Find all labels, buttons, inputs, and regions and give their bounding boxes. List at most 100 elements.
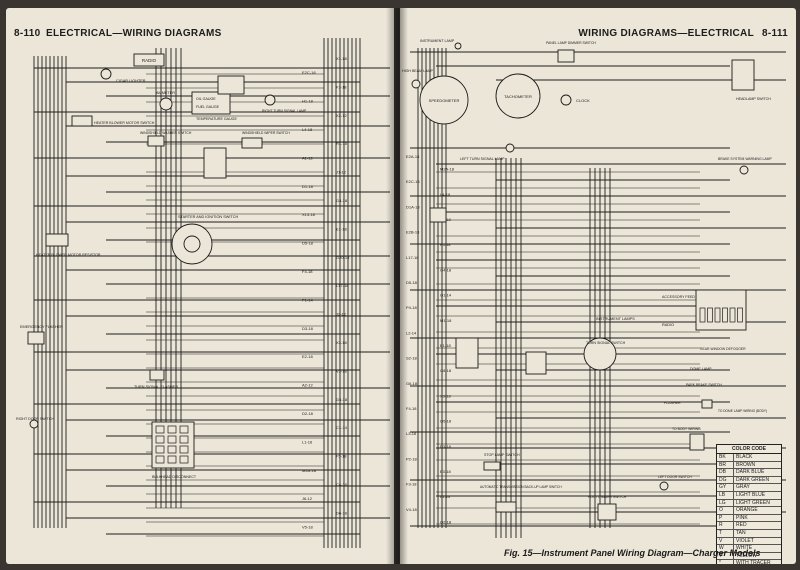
color-code-abbr: P — [717, 514, 734, 522]
speedometer-label: SPEEDOMETER — [429, 98, 460, 103]
connector-cavity — [179, 435, 189, 444]
right-turn-lamp-label: RIGHT TURN SIGNAL LAMP — [262, 109, 307, 113]
right-door-switch-label: RIGHT DOOR SWITCH — [16, 417, 54, 421]
wire-label: L3-16 — [406, 431, 417, 436]
left-door-switch-label: LEFT DOOR SWITCH — [658, 475, 692, 479]
backup-lamp-switch-label: AUTOMATIC TRANSMISSION BACK-UP LAMP SWIT… — [480, 485, 562, 489]
radio-label: RADIO — [662, 323, 674, 327]
to-dome-wiring-label: TO DOME LAMP WIRING (BODY) — [718, 409, 767, 413]
connector-block — [455, 337, 479, 369]
wire-label: F3-18 — [406, 482, 417, 487]
backup-lamp-switch-component — [495, 501, 517, 513]
wire-label: L4-18 — [440, 192, 451, 197]
wire-label: E2C-18 — [406, 179, 420, 184]
body-wiring-connector — [689, 433, 705, 451]
color-code-name: DARK BLUE — [736, 469, 765, 476]
turn-signal-switch-symbol — [583, 337, 617, 371]
dome-lamp-label: DOME LAMP — [690, 367, 712, 371]
connector-cavity — [167, 425, 177, 434]
instrument-lamp-symbol — [454, 42, 462, 50]
color-code-abbr: O — [717, 507, 734, 514]
fuse-cavity — [707, 307, 713, 323]
color-code-name: TAN — [736, 529, 746, 536]
left-turn-lamp-label: LEFT TURN SIGNAL LAMP — [460, 157, 505, 161]
color-code-name: BLACK — [736, 454, 753, 460]
wire-label: F5-18 — [336, 454, 347, 459]
wire-label: L1-16 — [302, 439, 313, 444]
wire-label: S2-18 — [406, 356, 417, 361]
connector-cavity — [155, 425, 165, 434]
color-code-name: GRAY — [736, 484, 750, 491]
radio-label: RADIO — [142, 58, 157, 63]
clock-label: CLOCK — [576, 98, 590, 103]
brake-warning-lamp-symbol — [739, 165, 749, 175]
wire-label: E2C-18 — [302, 70, 316, 75]
wire-label: D1A-18 — [406, 204, 420, 209]
stop-lamp-switch-component — [483, 461, 501, 471]
wire-label: P4-18 — [406, 305, 417, 310]
washer-switch-label: WINDSHIELD WASHER SWITCH — [140, 131, 192, 135]
connector-cavity — [167, 455, 177, 464]
color-code-name: VIOLET — [736, 537, 754, 544]
connector-block — [203, 147, 227, 179]
wire-label: M2A-18 — [302, 468, 317, 473]
wire-label: X3-18 — [336, 340, 347, 345]
color-code-name: LIGHT GREEN — [736, 499, 770, 506]
clock-symbol — [560, 94, 572, 106]
headlamp-switch-label: HEADLAMP SWITCH — [736, 97, 771, 101]
color-code-abbr: * — [717, 560, 734, 564]
panel-dimmer-component — [557, 49, 575, 63]
ammeter-symbol — [159, 97, 173, 111]
right-wiring-diagram: E2A-18M2A-18E2C-18L4-18D1A-18X1-18E2B-18… — [402, 39, 786, 538]
high-beam-lamp-symbol — [411, 79, 421, 89]
wire-label: M1-18 — [440, 318, 452, 323]
wire-label: E2A-18 — [406, 154, 420, 159]
brake-warning-lamp-label: BRAKE SYSTEM WARNING LAMP — [718, 157, 772, 161]
connector-block — [525, 351, 547, 375]
wire-label: P2-18 — [406, 456, 417, 461]
wire-label: D5-18 — [406, 280, 418, 285]
turn-flasher-component — [149, 369, 165, 381]
left-door-switch-symbol — [659, 481, 669, 491]
tachometer-dial — [495, 73, 541, 119]
left-wiring-diagram: X1-18E2C-18F3-18H1-18X2-12L4-18R1-18A1-1… — [16, 38, 390, 548]
wiper-switch-label: WINDSHIELD WIPER SWITCH — [242, 131, 290, 135]
radio-component — [133, 53, 165, 67]
emergency-flasher-component — [27, 331, 45, 345]
wire-label: L4-18 — [302, 127, 313, 132]
left-page-number: 8-110 — [14, 28, 41, 39]
color-code-abbr: W — [717, 545, 734, 552]
defogger-label: REAR WINDOW DEFOGGER — [700, 347, 746, 351]
wire-label: Q1-14 — [440, 293, 452, 298]
wire-label: D1-18 — [302, 184, 314, 189]
wire-label: X3-18 — [440, 393, 451, 398]
wire-label: V4-18 — [406, 507, 417, 512]
wire-label: F4-18 — [302, 269, 313, 274]
blower-resistor-label: HEATER BLOWER MOTOR RESISTOR — [36, 253, 101, 257]
color-code-abbr: DG — [717, 476, 734, 484]
connector-cavity — [179, 425, 189, 434]
color-code-abbr: BR — [717, 461, 734, 469]
wire-label: D6-18 — [336, 510, 348, 515]
wire-label: R1-18 — [336, 141, 348, 146]
instrument-lamp-label: INSTRUMENT LAMP — [420, 39, 455, 43]
turn-signal-switch-label: TURN SIGNAL SWITCH — [586, 341, 626, 345]
wire-label: D5-18 — [302, 241, 314, 246]
wire-label: L17-18 — [406, 255, 419, 260]
wire-label: E1-18 — [336, 226, 347, 231]
wire-label: G4-18 — [440, 267, 452, 272]
color-code-abbr: R — [717, 522, 734, 529]
connector-cavity — [167, 435, 177, 444]
wire-label: L1-14 — [440, 494, 451, 499]
color-code-name: WHITE — [736, 545, 753, 552]
connector-cavity — [167, 445, 177, 454]
left-turn-lamp-symbol — [505, 143, 515, 153]
color-code-abbr: GY — [717, 484, 734, 491]
